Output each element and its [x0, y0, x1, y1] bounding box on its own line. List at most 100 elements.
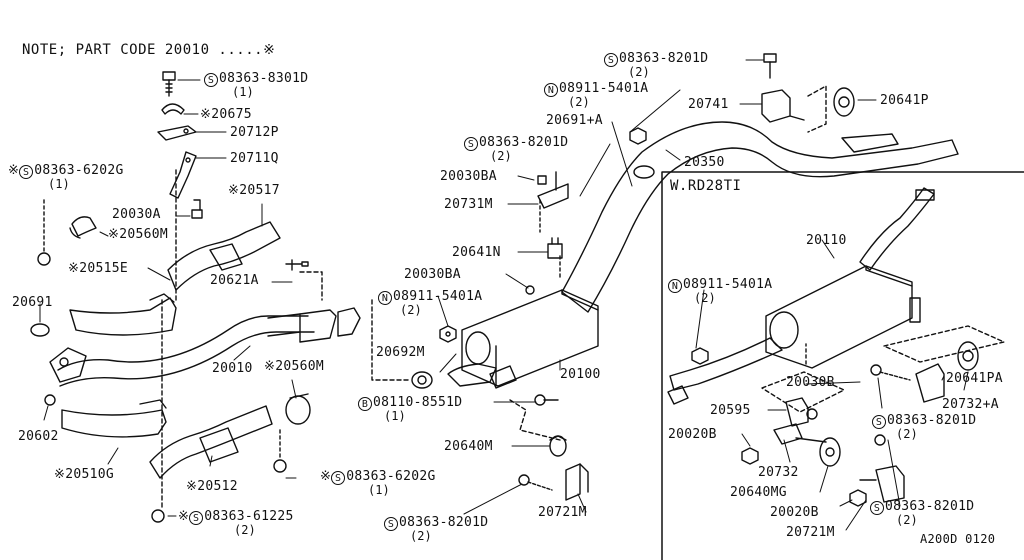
label-20721M-main: 20721M [538, 505, 587, 520]
part-number: 08363-8301D [219, 71, 309, 86]
part-number: 08363-8201D [885, 499, 975, 514]
insulator-20691-icon [30, 323, 50, 337]
part-number: 08911-5401A [393, 289, 483, 304]
inset-bolt-8201D-2-icon [874, 434, 886, 446]
nut-symbol-icon: N [544, 83, 558, 97]
part-number: 08911-5401A [683, 277, 773, 292]
bolt-8551D-icon [534, 394, 559, 406]
label-20010: 20010 [212, 361, 253, 376]
bolt-8201D-top-icon [763, 53, 777, 79]
bracket-20721M-icon [565, 463, 589, 501]
part-number: 08363-8201D [619, 51, 709, 66]
bracket-20731M-icon [537, 171, 569, 209]
screw-symbol-icon: S [384, 517, 398, 531]
qty-8301D: (1) [232, 85, 254, 99]
label-20641PA: 20641PA [946, 371, 1003, 386]
qty-8201D-top: (2) [628, 65, 650, 79]
rubber-mount-20641N-icon [547, 237, 563, 259]
screw-symbol-icon: S [604, 53, 618, 67]
label-20732A: 20732+A [942, 397, 999, 412]
label-20030BA-mid: 20030BA [404, 267, 461, 282]
tail-pipe-20350 [561, 121, 959, 313]
bracket-20711Q-icon [169, 151, 197, 199]
label-20741: 20741 [688, 97, 729, 112]
label-20691A: 20691+A [546, 113, 603, 128]
inset-bracket-20732-icon [773, 423, 827, 445]
screw-symbol-icon: S [331, 471, 346, 485]
label-20350: 20350 [684, 155, 725, 170]
label-20641N: 20641N [452, 245, 501, 260]
label-20030BA-top: 20030BA [440, 169, 497, 184]
qty-5401A-top: (2) [568, 95, 590, 109]
inset-bolt-8201D-1-icon [870, 364, 911, 381]
part-number: 08363-61225 [204, 509, 294, 524]
label-20030A: 20030A [112, 207, 161, 222]
label-20691: 20691 [12, 295, 53, 310]
nut-20030A-icon [191, 199, 203, 219]
inset-nut-20020B-2-icon [849, 489, 867, 507]
label-20675: ※20675 [200, 107, 252, 122]
inset-bracket-20595-icon [785, 397, 818, 427]
qty-8201D-bot: (2) [410, 529, 432, 543]
bolt-20621A-icon [285, 259, 309, 271]
bolt-symbol-icon: B [358, 397, 372, 411]
gasket-20692M-icon [411, 371, 433, 389]
qty-6202G-top: (1) [48, 177, 70, 191]
bolt-61225-icon [151, 509, 165, 523]
label-20560M-top: ※20560M [108, 227, 168, 242]
part-number: 08363-6202G [346, 469, 436, 484]
screw-symbol-icon: S [872, 415, 886, 429]
nut-5401A-mid-icon [439, 325, 457, 343]
qty-8201D-inset2: (2) [896, 513, 918, 527]
leader-lines [39, 59, 969, 531]
bolt-6202G-bot-icon [273, 429, 287, 473]
part-number: 08363-8201D [479, 135, 569, 150]
qty-5401A-mid: (2) [400, 303, 422, 317]
bracket-20741-icon [761, 89, 805, 123]
part-number: 08363-8201D [399, 515, 489, 530]
qty-6202G-bot: (1) [368, 483, 390, 497]
pipe-20517 [167, 221, 281, 291]
part-number: 08363-6202G [34, 163, 124, 178]
part-number: 08911-5401A [559, 81, 649, 96]
label-20640M: 20640M [444, 439, 493, 454]
label-20640MG: 20640MG [730, 485, 787, 500]
part-number: 08110-8551D [373, 395, 463, 410]
inset-frame [661, 171, 1024, 560]
label-20517: ※20517 [228, 183, 280, 198]
label-20020B-1: 20020B [668, 427, 717, 442]
inset-rubber-20641PA-icon [957, 341, 979, 371]
label-20515E: ※20515E [68, 261, 128, 276]
qty-8551D: (1) [384, 409, 406, 423]
front-pipe-20010 [57, 315, 309, 371]
inset-rubber-20640MG-icon [819, 437, 841, 467]
bolt-6202G-top-icon [37, 199, 51, 266]
inset-title: W.RD28TI [670, 178, 742, 194]
bolt-8301D-icon [162, 71, 176, 97]
qty-8201D-inset1: (2) [896, 427, 918, 441]
qty-61225: (2) [234, 523, 256, 537]
part-number: 08363-8201D [887, 413, 977, 428]
qty-5401A-inset: (2) [694, 291, 716, 305]
heat-shield-20510G [61, 409, 167, 438]
nut-5401A-top-icon [629, 127, 647, 145]
asterisk: ※ [178, 509, 190, 524]
label-20712P: 20712P [230, 125, 279, 140]
asterisk: ※ [320, 469, 332, 484]
rubber-20641P-icon [833, 87, 855, 117]
label-20641P: 20641P [880, 93, 929, 108]
bolt-8201D-bot-icon [518, 474, 553, 491]
inset-bracket-20732A-icon [915, 363, 945, 403]
